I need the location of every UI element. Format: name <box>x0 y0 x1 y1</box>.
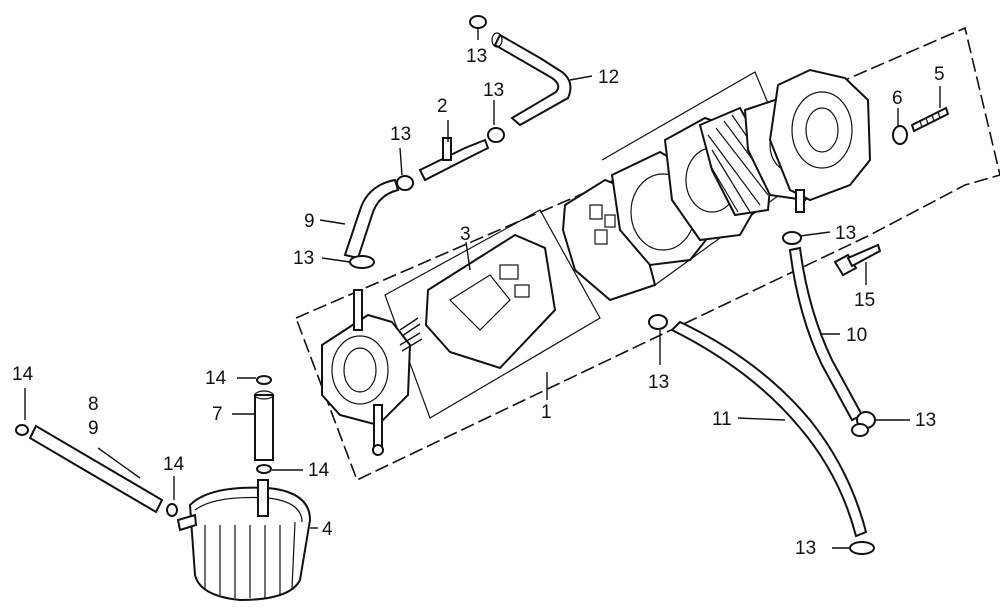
label-8: 8 <box>88 394 99 415</box>
hose-7 <box>254 390 274 461</box>
inner-gasket-box <box>384 209 601 419</box>
pump-body <box>321 289 412 456</box>
label-4: 4 <box>322 519 333 540</box>
label-9-lower: 9 <box>88 418 99 439</box>
label-10: 10 <box>846 325 867 346</box>
label-14-hose7-bottom: 14 <box>308 460 330 481</box>
label-13-hose10-bottom: 13 <box>915 410 936 431</box>
leader-lines <box>24 28 941 549</box>
label-1: 1 <box>541 402 552 423</box>
pump-springs <box>399 317 423 352</box>
label-6: 6 <box>892 88 903 109</box>
label-14-filter: 14 <box>163 454 185 475</box>
hose-11 <box>670 320 868 538</box>
label-13-hose12: 13 <box>483 80 504 101</box>
label-5: 5 <box>934 64 945 85</box>
label-9-upper: 9 <box>304 211 315 232</box>
hose-12 <box>491 32 572 127</box>
label-14-hose7-top: 14 <box>205 368 227 389</box>
pump-housing <box>768 68 872 213</box>
label-13-hose9: 13 <box>293 248 314 269</box>
clamps <box>349 15 876 555</box>
label-13-hose11-top: 13 <box>648 372 669 393</box>
hose-9-upper <box>343 178 400 260</box>
t-fitting-2 <box>418 137 490 182</box>
gasket-3 <box>424 233 557 370</box>
label-13-hose11-bottom: 13 <box>795 538 816 559</box>
label-3: 3 <box>460 224 471 245</box>
bolt-5 <box>910 106 950 133</box>
label-13-tfitting: 13 <box>390 124 411 145</box>
clips-14 <box>15 375 272 517</box>
fuel-filter-4 <box>176 479 312 602</box>
bolt-15 <box>833 243 882 277</box>
label-2: 2 <box>437 96 448 117</box>
label-7: 7 <box>212 404 223 425</box>
label-11: 11 <box>712 409 732 430</box>
hose-8-9-lower <box>28 424 164 514</box>
assembly-outline <box>294 26 1000 482</box>
label-15: 15 <box>854 290 875 311</box>
nut-6 <box>892 125 908 145</box>
label-12: 12 <box>598 67 619 88</box>
label-13-top: 13 <box>466 46 487 67</box>
label-14-left: 14 <box>12 364 34 385</box>
label-13-hose10-top: 13 <box>835 223 856 244</box>
